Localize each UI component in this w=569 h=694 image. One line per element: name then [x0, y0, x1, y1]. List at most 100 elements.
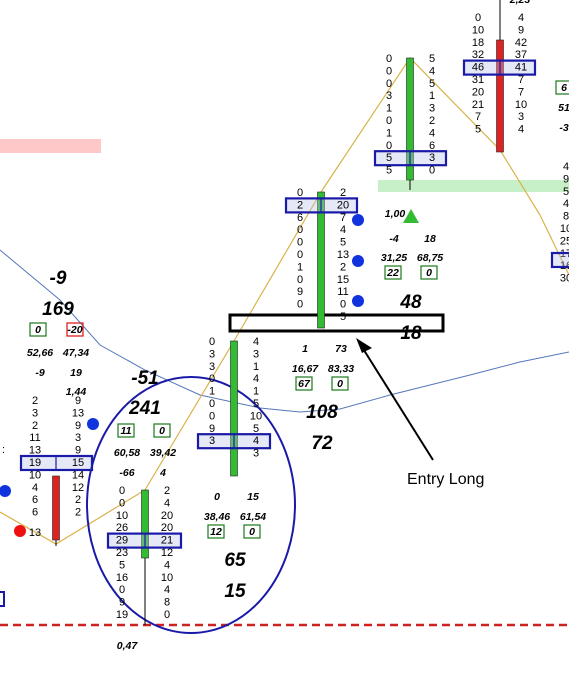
ask-volume-cell: 0	[340, 299, 346, 311]
bid-volume-cell: 6	[32, 507, 38, 519]
imbalance-value: 11	[121, 425, 132, 437]
ask-volume-cell: 12	[72, 482, 84, 494]
ask-volume-cell: 9	[75, 420, 81, 432]
imbalance-box	[384, 265, 402, 280]
bid-volume-cell: 5	[119, 559, 125, 571]
ratio-value: 31,25	[381, 252, 407, 264]
entry-arrow-head	[356, 338, 372, 353]
bid-volume-cell: 6	[32, 494, 38, 506]
ask-volume-cell: 5	[253, 398, 259, 410]
ask-volume-cell: 4	[429, 127, 435, 139]
ask-volume-cell: 2	[164, 485, 170, 497]
ask-volume-cell: 20	[337, 199, 349, 211]
ask-volume-cell: 4	[518, 12, 524, 24]
bid-volume-cell: 13	[29, 445, 41, 457]
candle-body	[141, 489, 149, 559]
bid-volume-cell: 21	[472, 99, 484, 111]
bid-volume-cell: 3	[209, 435, 215, 447]
bid-volume-cell: 5	[386, 165, 392, 177]
ask-volume-cell: 3	[253, 448, 259, 460]
left-edge-mark: :	[2, 444, 5, 456]
ask-volume-cell: 5	[340, 311, 346, 323]
imbalance-value: 0	[426, 267, 432, 279]
bid-volume-cell: 4	[32, 482, 38, 494]
ratio-value: 68,75	[417, 252, 443, 264]
partial-cell: 4	[563, 161, 569, 173]
ratio-value: 60,58	[114, 447, 140, 459]
ask-volume-cell: 5	[429, 53, 435, 65]
ask-volume-cell: 10	[250, 410, 262, 422]
ask-volume-cell: 14	[72, 469, 84, 481]
imbalance-value: 0	[159, 425, 165, 437]
ask-volume-cell: 4	[253, 373, 259, 385]
ratio-value: 83,33	[328, 363, 354, 375]
partial-cell: 8	[563, 211, 569, 223]
bid-volume-cell: 10	[116, 510, 128, 522]
bid-volume-cell: 2	[32, 395, 38, 407]
delta-small-value: -9	[35, 367, 44, 379]
candle-body	[406, 57, 414, 181]
imbalance-value: 67	[298, 378, 311, 390]
bid-volume-cell: 0	[209, 410, 215, 422]
bid-volume-cell: 9	[209, 423, 215, 435]
bid-volume-cell: 7	[475, 111, 481, 123]
ratio-value: 16,67	[292, 363, 319, 375]
resistance-zone-pink	[0, 139, 101, 153]
candle-delta: 65	[224, 550, 246, 571]
ask-volume-cell: 5	[253, 423, 259, 435]
candle-volume: 169	[42, 299, 74, 320]
imbalance-box	[153, 423, 171, 438]
bid-volume-cell: 3	[209, 361, 215, 373]
ask-volume-cell: 2	[340, 187, 346, 199]
ask-volume-cell: 7	[518, 86, 524, 98]
bid-volume-cell: 31	[472, 74, 484, 86]
ask-volume-cell: 2	[75, 507, 81, 519]
bid-volume-cell: 20	[472, 86, 484, 98]
bid-volume-cell: 0	[209, 398, 215, 410]
imbalance-value: -20	[67, 324, 82, 336]
bid-volume-cell: 0	[386, 65, 392, 77]
bid-volume-cell: 0	[386, 53, 392, 65]
partial-cell: 9	[563, 173, 569, 185]
blue-dot	[0, 485, 11, 497]
candle-volume: 72	[311, 433, 333, 454]
top-label: 2,23	[509, 0, 531, 6]
ask-volume-cell: 8	[164, 597, 170, 609]
ask-volume-cell: 2	[340, 261, 346, 273]
delta-small-value: -66	[119, 467, 134, 479]
delta-small-value: 1	[302, 343, 308, 355]
blue-dot	[87, 418, 99, 430]
ratio-value: 38,46	[204, 511, 230, 523]
delta-small-value: 0	[214, 491, 220, 503]
candle-delta: -9	[50, 268, 67, 289]
blue-dot	[352, 295, 364, 307]
bid-volume-cell: 16	[116, 572, 128, 584]
candle-body	[52, 475, 60, 541]
bid-volume-cell: 0	[297, 299, 303, 311]
entry-long-label: Entry Long	[407, 471, 484, 488]
ask-volume-cell: 13	[72, 407, 84, 419]
partial-side-label: 6	[561, 82, 567, 94]
ask-volume-cell: 1	[429, 90, 435, 102]
highlight-ellipse	[86, 376, 296, 634]
partial-box-left	[0, 591, 5, 607]
bid-volume-cell: 0	[297, 187, 303, 199]
candle-delta: 108	[306, 402, 338, 423]
ask-volume-cell: 11	[337, 286, 348, 298]
entry-level-box	[228, 313, 445, 333]
bid-volume-cell: 23	[116, 547, 128, 559]
bid-volume-cell: 1	[386, 127, 392, 139]
candle-delta: -51	[131, 368, 158, 389]
partial-cell: 10	[560, 223, 569, 235]
ratio-value: 39,42	[150, 447, 176, 459]
imbalance-value: 0	[337, 378, 343, 390]
bid-volume-cell: 1	[297, 261, 303, 273]
ask-volume-cell: 5	[340, 237, 346, 249]
candle-body	[317, 191, 325, 329]
candle-volume: 15	[224, 581, 246, 602]
ask-volume-cell: 15	[72, 457, 84, 469]
ask-volume-cell: 41	[515, 62, 527, 74]
bid-volume-cell: 3	[32, 407, 38, 419]
delta-small-value: 19	[70, 367, 82, 379]
